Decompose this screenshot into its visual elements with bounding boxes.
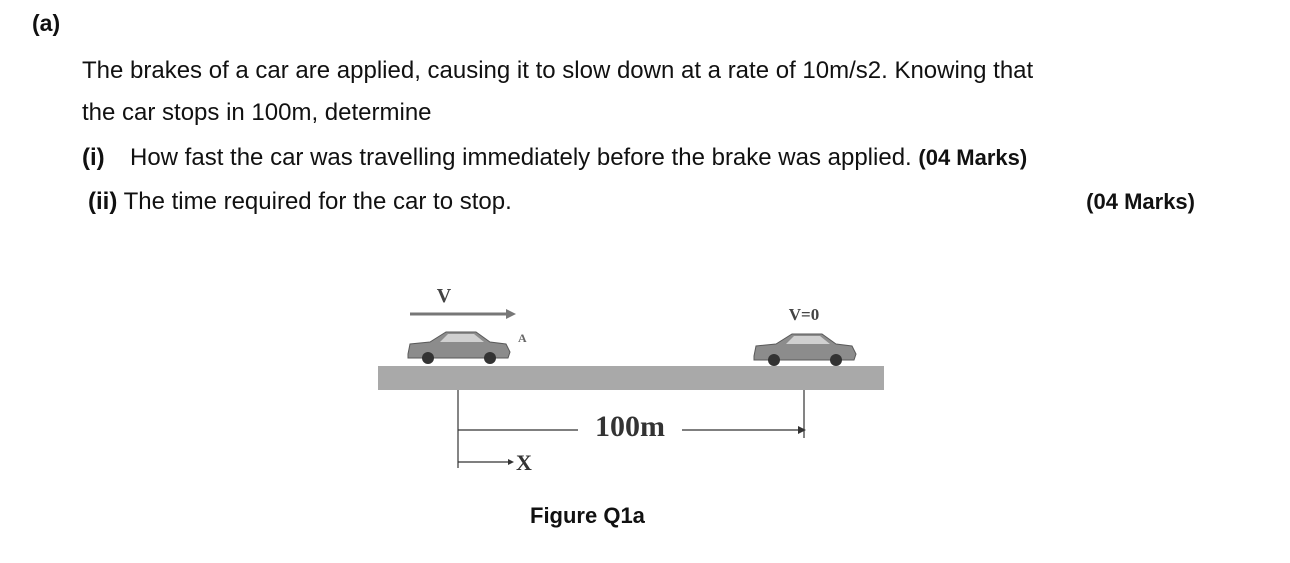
velocity-start-label: V xyxy=(437,285,452,307)
question-ii: (ii) The time required for the car to st… xyxy=(88,186,512,218)
question-i-marks: (04 Marks) xyxy=(918,145,1028,170)
velocity-end-label: V=0 xyxy=(789,305,819,324)
point-a-label: A xyxy=(518,331,527,345)
figure-caption: Figure Q1a xyxy=(530,503,645,528)
car-end-icon xyxy=(753,333,857,366)
question-i-number: (i) xyxy=(82,144,105,171)
x-axis-arrow xyxy=(458,459,514,465)
question-i-text: How fast the car was travelling immediat… xyxy=(130,144,912,171)
figure-q1a: V A V=0 xyxy=(370,270,890,480)
distance-dimension xyxy=(458,426,806,434)
question-i: (i) How fast the car was travelling imme… xyxy=(82,142,1027,174)
ground-strip xyxy=(378,366,884,390)
intro-line-1: The brakes of a car are applied, causing… xyxy=(82,57,1034,84)
car-start-icon xyxy=(407,331,511,364)
part-label: (a) xyxy=(32,10,61,36)
question-ii-number: (ii) xyxy=(88,188,118,215)
question-ii-marks: (04 Marks) xyxy=(1086,189,1195,214)
velocity-arrow xyxy=(410,309,516,319)
braking-diagram: V A V=0 xyxy=(378,285,884,475)
question-ii-text: The time required for the car to stop. xyxy=(123,188,512,215)
x-axis-label: X xyxy=(516,450,532,475)
distance-label: 100m xyxy=(595,410,665,443)
intro-line-2: the car stops in 100m, determine xyxy=(82,99,432,126)
